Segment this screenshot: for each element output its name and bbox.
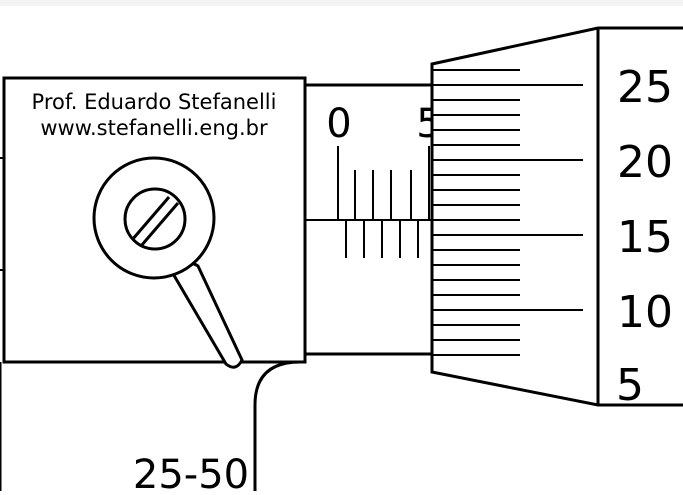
lock-screw [123, 187, 187, 251]
sleeve [305, 83, 432, 356]
thimble-ticks [432, 69, 583, 356]
top-edge-strip [0, 0, 683, 6]
website-credit: www.stefanelli.eng.br [40, 116, 268, 140]
range-label: 25-50 [133, 452, 249, 491]
thimble-label-5: 5 [616, 360, 644, 411]
thimble-label-15: 15 [617, 212, 673, 263]
sleeve-ticks [337, 146, 430, 258]
thimble-label-20: 20 [617, 137, 673, 188]
thimble-label-25: 25 [617, 62, 673, 113]
thimble-label-10: 10 [617, 287, 673, 338]
lock-lever [92, 156, 244, 369]
author-credit: Prof. Eduardo Stefanelli [32, 90, 277, 114]
sleeve-label-0: 0 [326, 101, 351, 147]
